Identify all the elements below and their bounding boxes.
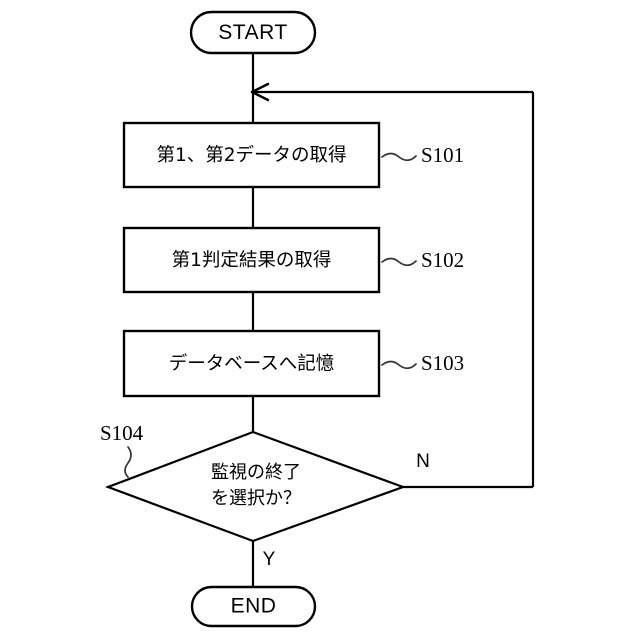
- decision-label-line2: を選択か？: [211, 488, 301, 509]
- step-label-s103: S103: [421, 351, 464, 375]
- process-box-2-label: 第1判定結果の取得: [172, 250, 332, 271]
- process-box-2: [122, 226, 381, 294]
- branch-label-no: N: [416, 451, 430, 472]
- branch-label-yes: Y: [263, 549, 276, 570]
- step-label-s101: S101: [421, 143, 464, 167]
- process-box-1: [122, 121, 381, 189]
- leader-line-s104: [124, 446, 132, 478]
- end-terminal: [190, 585, 317, 628]
- end-terminal-label: END: [231, 595, 277, 618]
- process-box-3-label: データベースへ記憶: [169, 354, 335, 375]
- process-box-3: [122, 329, 381, 398]
- step-label-s102: S102: [421, 248, 464, 272]
- decision-label-line1: 監視の終了: [211, 462, 301, 483]
- leader-line-s102: [381, 257, 417, 267]
- start-terminal-label: START: [218, 21, 287, 44]
- leader-line-s103: [381, 360, 417, 370]
- decision-diamond: [104, 430, 407, 543]
- leader-line-s101: [381, 152, 417, 162]
- arrowhead-loop-merge: [250, 82, 270, 102]
- process-box-1-label: 第1、第2データの取得: [156, 145, 346, 166]
- step-label-s104: S104: [100, 421, 144, 445]
- start-terminal: [189, 10, 317, 55]
